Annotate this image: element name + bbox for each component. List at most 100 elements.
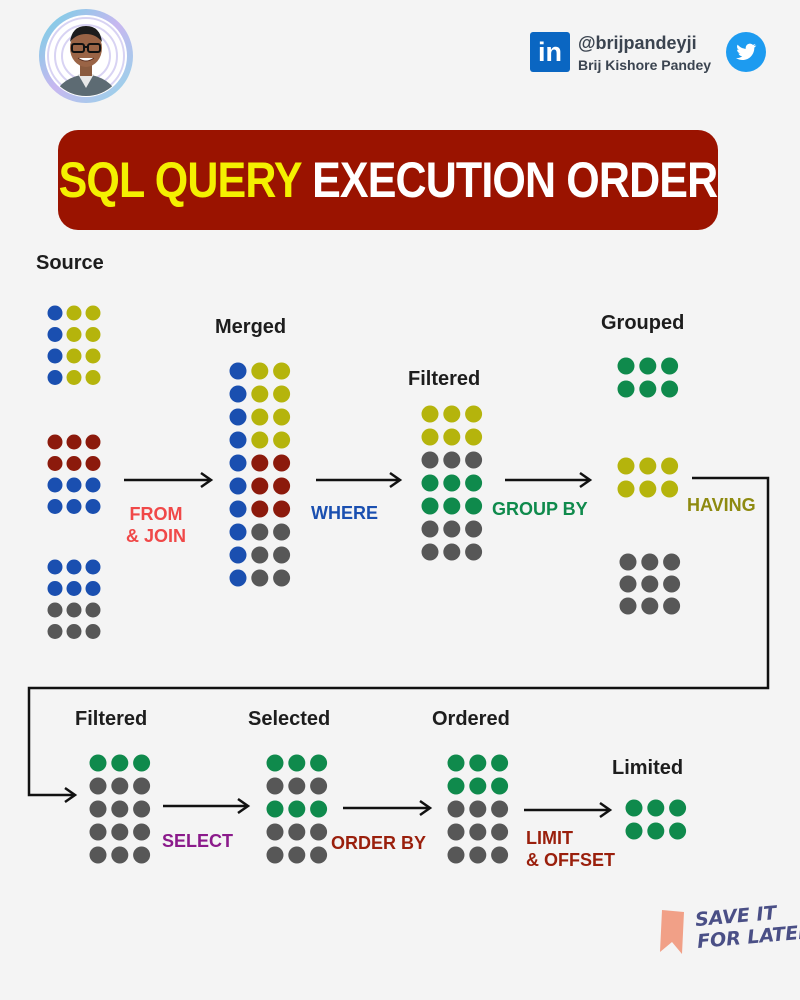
author-name: Brij Kishore Pandey [578, 57, 712, 73]
dot [85, 456, 101, 471]
dot [421, 428, 439, 446]
dot [111, 823, 129, 841]
dot [133, 846, 151, 864]
op-having: HAVING [687, 495, 756, 515]
dot [85, 434, 101, 450]
dot [66, 456, 82, 471]
dot [469, 754, 487, 772]
dot [89, 754, 107, 772]
dot [421, 451, 439, 469]
dot [251, 569, 269, 587]
source-group-3 [47, 559, 101, 639]
op-order-by: ORDER BY [331, 833, 427, 853]
bookmark-icon [660, 910, 684, 954]
dot [85, 581, 101, 596]
dot [639, 357, 657, 375]
dot [443, 543, 461, 561]
dot [288, 754, 306, 772]
dot [66, 581, 82, 596]
dot [617, 357, 635, 375]
author-handle-block: in @brijpandeyji Brij Kishore Pandey [530, 32, 770, 80]
stage-selected: Selected [248, 708, 331, 730]
dot [669, 799, 687, 817]
save-for-later-sticker: SAVE IT FOR LATER [656, 900, 800, 962]
twitter-icon[interactable] [726, 32, 766, 72]
dot [639, 380, 657, 398]
dot [661, 457, 679, 475]
dot [251, 362, 269, 380]
connector-line [27, 476, 770, 797]
dot [66, 477, 82, 493]
dot [47, 602, 63, 618]
dot [66, 434, 82, 450]
op-group-by: GROUP BY [492, 499, 588, 519]
arrow-head [64, 786, 78, 804]
dot [273, 431, 291, 449]
dot [619, 553, 637, 571]
dot [465, 428, 483, 446]
title-highlight: SQL QUERY [58, 152, 302, 208]
dot [469, 800, 487, 818]
dot [66, 327, 82, 342]
op-from-join: FROM & JOIN [118, 503, 194, 547]
dot [85, 327, 101, 342]
dot [491, 823, 509, 841]
stage-ordered: Ordered [432, 708, 510, 730]
source-group-1 [47, 305, 101, 385]
dot [251, 477, 269, 495]
dot [421, 543, 439, 561]
dot [266, 777, 284, 795]
dot [66, 370, 82, 385]
dot [133, 777, 151, 795]
dot [251, 546, 269, 564]
dot [310, 777, 328, 795]
dot [273, 454, 291, 472]
dot [89, 777, 107, 795]
dot [669, 822, 687, 840]
dot [229, 523, 247, 541]
dot [465, 543, 483, 561]
op-where: WHERE [311, 503, 378, 523]
dot [639, 480, 657, 498]
title-rest: EXECUTION ORDER [312, 152, 718, 208]
stage-source: Source [36, 252, 104, 274]
dot [111, 754, 129, 772]
arrow-head [237, 797, 251, 815]
dot [447, 823, 465, 841]
dot [617, 457, 635, 475]
dot [111, 777, 129, 795]
op-limit-offset: LIMIT & OFFSET [526, 827, 615, 871]
selected-group [266, 754, 328, 864]
op-limit-line1: LIMIT [526, 828, 573, 848]
dot [85, 477, 101, 493]
dot [288, 823, 306, 841]
dot [133, 800, 151, 818]
dot [66, 305, 82, 321]
linkedin-icon[interactable]: in [530, 32, 570, 72]
op-select: SELECT [162, 831, 234, 851]
dot [229, 454, 247, 472]
dot-groups [47, 305, 687, 864]
dot [661, 480, 679, 498]
dot [469, 777, 487, 795]
dot [133, 754, 151, 772]
dot [229, 385, 247, 403]
dot [647, 822, 665, 840]
dot [89, 846, 107, 864]
dot [85, 499, 101, 514]
arrow-from-join [124, 471, 214, 489]
dot [617, 480, 635, 498]
dot [661, 380, 679, 398]
stage-filtered-2: Filtered [75, 708, 148, 730]
arrow-head [599, 801, 613, 819]
dot [229, 477, 247, 495]
dot [273, 362, 291, 380]
dot [647, 799, 665, 817]
dot [465, 520, 483, 538]
dot [47, 477, 63, 493]
dot [469, 823, 487, 841]
dot [443, 405, 461, 423]
dot [310, 754, 328, 772]
dot [443, 474, 461, 492]
dot [465, 497, 483, 515]
